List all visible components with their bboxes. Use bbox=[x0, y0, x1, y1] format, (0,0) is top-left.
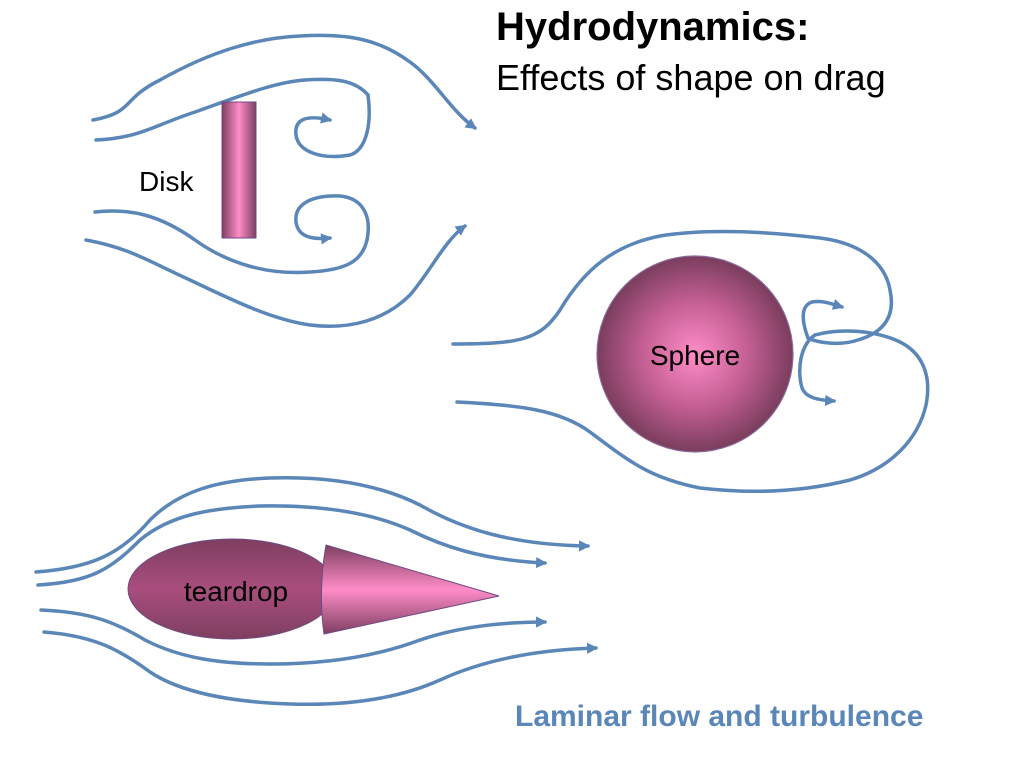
sphere-label: Sphere bbox=[650, 340, 740, 371]
disk-streamline-lower-outer bbox=[84, 224, 467, 328]
teardrop-streamline-3 bbox=[39, 608, 548, 666]
sphere-eddy-lower bbox=[798, 333, 837, 407]
slide-subtitle: Effects of shape on drag bbox=[496, 57, 886, 98]
disk-eddy-upper bbox=[294, 93, 371, 159]
teardrop-streamline-2 bbox=[36, 504, 548, 587]
disk-streamline-lower-inner bbox=[93, 209, 369, 275]
disk-label: Disk bbox=[139, 166, 194, 197]
footer-caption: Laminar flow and turbulence bbox=[515, 700, 924, 733]
sphere-shape bbox=[596, 255, 794, 453]
disk-shape bbox=[221, 101, 257, 239]
teardrop-streamline-1 bbox=[34, 475, 591, 574]
teardrop-tail bbox=[320, 544, 500, 635]
disk-flow: Disk bbox=[84, 33, 477, 328]
teardrop-label: teardrop bbox=[184, 576, 288, 607]
sphere-flow: Sphere bbox=[451, 229, 930, 494]
teardrop-flow: teardrop bbox=[34, 475, 599, 707]
disk-streamline-upper-outer bbox=[91, 33, 477, 130]
sphere-eddy-upper bbox=[801, 299, 845, 340]
disk-streamline-upper-inner bbox=[94, 77, 370, 142]
teardrop-streamline-4 bbox=[42, 630, 599, 707]
disk-eddy-lower bbox=[294, 194, 370, 245]
slide-title: Hydrodynamics: bbox=[496, 5, 810, 49]
sphere-streamline-lower bbox=[455, 329, 930, 494]
